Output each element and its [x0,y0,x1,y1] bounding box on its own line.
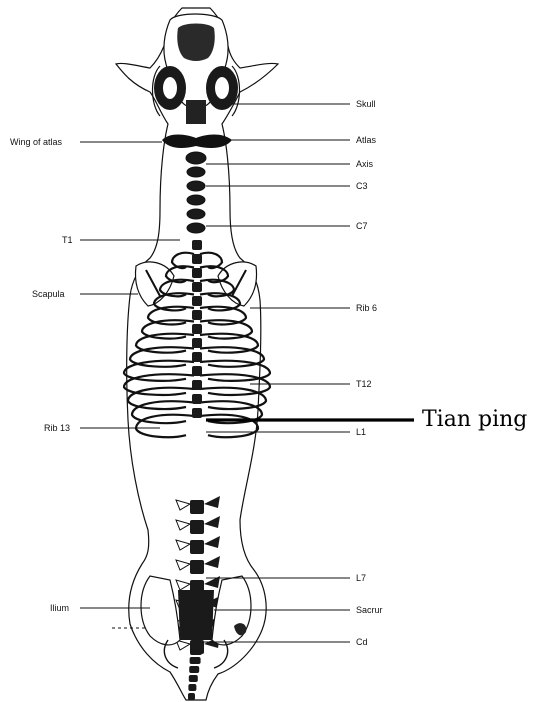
label-rib13: Rib 13 [44,423,70,433]
transverse-process [204,556,220,568]
label-c3: C3 [356,181,368,191]
transverse-process [176,520,190,530]
vertebra [192,282,202,292]
label-atlas: Atlas [356,135,376,145]
vertebra [192,324,202,334]
label-rib6: Rib 6 [356,303,377,313]
vertebra [192,254,202,264]
vertebra [192,366,202,376]
label-cd: Cd [356,637,368,647]
transverse-process [176,500,190,510]
caudal-vertebra [189,675,198,682]
transverse-process [204,536,220,548]
caudal-vertebra [188,684,196,691]
caudal-vertebra [190,648,202,655]
pelvis-bones [112,576,251,668]
vertebra [192,310,202,320]
transverse-process [204,516,220,528]
caudal-vertebra [188,693,195,700]
label-skull: Skull [356,99,376,109]
transverse-process [176,560,190,570]
skull-bones [153,14,240,124]
vertebra [190,560,204,574]
caudal-vertebra [190,657,201,664]
vertebra [192,380,202,390]
label-t12: T12 [356,379,372,389]
label-t1: T1 [62,235,73,245]
vertebra [190,540,204,554]
label-wing-of-atlas: Wing of atlas [10,137,62,147]
label-scapula: Scapula [32,289,65,299]
rib-right [200,415,258,437]
label-l1: L1 [356,427,366,437]
cervical-vertebrae [186,152,206,233]
vertebra [192,394,202,404]
acupoint-label: Tian ping [422,408,527,432]
vertebra [192,408,202,418]
transverse-process [204,496,220,508]
caudal-vertebrae [188,648,202,700]
atlas-bone [162,135,232,149]
transverse-process [176,540,190,550]
caudal-vertebra [189,666,199,673]
vertebra [190,500,204,514]
rib-left [124,374,194,395]
rib-left [136,415,194,437]
label-ilium: Ilium [50,603,69,613]
vertebra [192,296,202,306]
transverse-process [176,580,190,590]
vertebra [192,352,202,362]
vertebra [192,240,202,250]
vertebra [192,338,202,348]
label-l7: L7 [356,573,366,583]
label-sacrum: Sacrur [356,605,383,615]
label-axis: Axis [356,159,373,169]
vertebra [192,268,202,278]
vertebra [190,520,204,534]
label-c7: C7 [356,221,368,231]
